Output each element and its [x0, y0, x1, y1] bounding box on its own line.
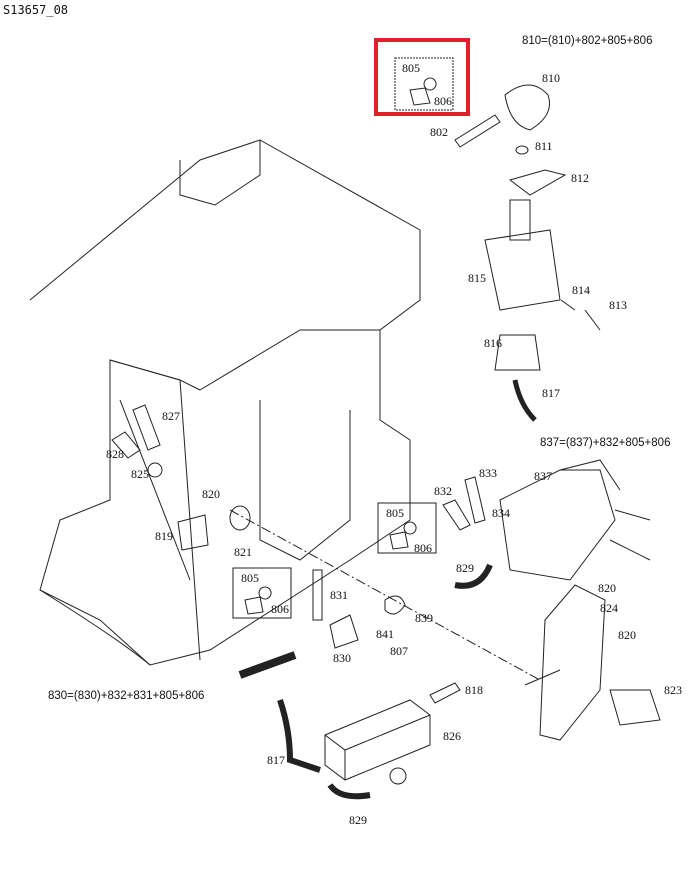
part-label-831[interactable]: 831 [330, 588, 348, 602]
formula-810: 810=(810)+802+805+806 [522, 35, 653, 47]
part-label-812[interactable]: 812 [571, 171, 589, 185]
formula-837: 837=(837)+832+805+806 [540, 437, 671, 449]
part-label-811[interactable]: 811 [535, 139, 553, 153]
machine-body-outline [29, 139, 421, 666]
part-829-drawing [454, 563, 493, 589]
part-831-drawing [312, 569, 323, 621]
part-label-827[interactable]: 827 [162, 409, 180, 423]
part-label-805[interactable]: 805 [386, 506, 404, 520]
part-label-828[interactable]: 828 [106, 447, 124, 461]
part-818-drawing [429, 682, 461, 704]
part-823-drawing [609, 689, 661, 726]
part-label-806[interactable]: 806 [414, 541, 432, 555]
part-837-drawing [499, 459, 621, 581]
part-label-805[interactable]: 805 [241, 571, 259, 585]
part-839-drawing [384, 595, 406, 615]
part-label-821[interactable]: 821 [234, 545, 252, 559]
part-832-drawing [442, 499, 471, 531]
part-label-817[interactable]: 817 [542, 386, 560, 400]
part-label-816[interactable]: 816 [484, 336, 502, 350]
part-label-833[interactable]: 833 [479, 466, 497, 480]
part-label-807[interactable]: 807 [390, 644, 408, 658]
diagram-code: S13657_08 [3, 3, 69, 17]
inset-box-805-806-c [232, 567, 292, 619]
part-830-drawing [329, 614, 359, 649]
part-label-818[interactable]: 818 [465, 683, 483, 697]
part-label-841[interactable]: 841 [376, 627, 394, 641]
formula-830: 830=(830)+832+831+805+806 [48, 690, 205, 702]
part-810-drawing [504, 84, 550, 131]
part-826-drawing [324, 699, 431, 781]
part-label-813[interactable]: 813 [609, 298, 627, 312]
part-label-819[interactable]: 819 [155, 529, 173, 543]
part-817-drawing [512, 379, 537, 422]
part-815-drawing [484, 199, 561, 311]
part-label-832[interactable]: 832 [434, 484, 452, 498]
part-label-820[interactable]: 820 [202, 487, 220, 501]
part-825-drawing [147, 462, 163, 478]
part-816-drawing [494, 334, 541, 371]
part-label-810[interactable]: 810 [542, 71, 560, 85]
part-824-drawing [539, 584, 606, 741]
part-833-drawing [464, 476, 486, 524]
part-label-825[interactable]: 825 [131, 467, 149, 481]
part-label-817[interactable]: 817 [267, 753, 285, 767]
part-label-802[interactable]: 802 [430, 125, 448, 139]
part-label-806[interactable]: 806 [271, 602, 289, 616]
part-label-820[interactable]: 820 [598, 581, 616, 595]
part-label-834[interactable]: 834 [492, 506, 510, 520]
highlight-box [374, 38, 470, 116]
part-label-839[interactable]: 839 [415, 611, 433, 625]
part-label-830[interactable]: 830 [333, 651, 351, 665]
part-828-drawing [111, 431, 141, 459]
part-hose-drawing [238, 651, 297, 679]
part-label-829[interactable]: 829 [456, 561, 474, 575]
part-label-814[interactable]: 814 [572, 283, 590, 297]
part-label-826[interactable]: 826 [443, 729, 461, 743]
inset-box-805-806-b [377, 502, 437, 554]
part-label-823[interactable]: 823 [664, 683, 682, 697]
part-819-drawing [177, 514, 209, 551]
part-label-805[interactable]: 805 [402, 61, 420, 75]
part-label-837[interactable]: 837 [534, 469, 552, 483]
inset-box-805-806-a [394, 57, 454, 111]
part-label-806[interactable]: 806 [434, 94, 452, 108]
part-label-829[interactable]: 829 [349, 813, 367, 827]
part-label-820[interactable]: 820 [618, 628, 636, 642]
part-812-drawing [508, 169, 567, 196]
part-811-drawing [515, 145, 529, 155]
part-827-drawing [132, 404, 161, 451]
part-label-815[interactable]: 815 [468, 271, 486, 285]
part-802-drawing [454, 114, 501, 148]
part-label-824[interactable]: 824 [600, 601, 618, 615]
